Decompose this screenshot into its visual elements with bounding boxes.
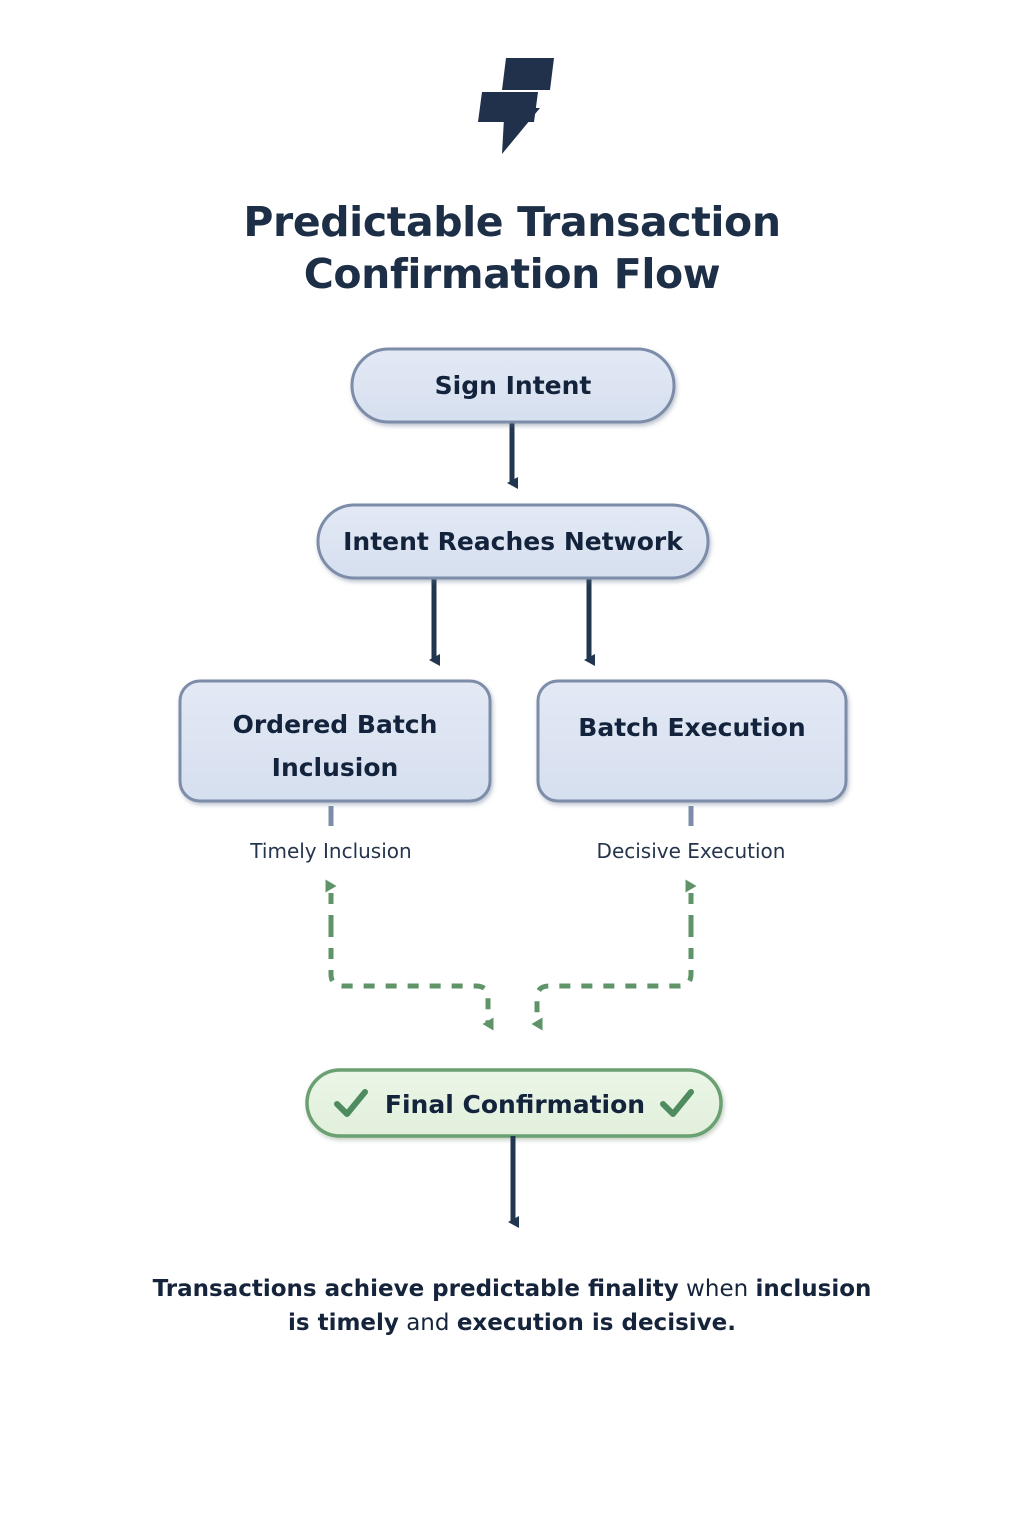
node-batch-execution-label: Batch Execution xyxy=(578,713,805,742)
page-title-line-1: Predictable Transaction xyxy=(243,198,781,246)
node-intent-reaches-network-label: Intent Reaches Network xyxy=(343,527,684,556)
node-ordered-batch-inclusion-shape[interactable] xyxy=(178,679,492,803)
node-ordered-batch-inclusion-label-line-1: Ordered Batch xyxy=(233,710,438,739)
footer-caption-segment-5: execution is decisive. xyxy=(456,1310,736,1337)
node-final-confirmation-label: Final Confirmation xyxy=(385,1090,645,1119)
edge-timely-inclusion-bracket xyxy=(328,926,494,1031)
check-icon-left xyxy=(334,1089,368,1117)
node-sign-intent-label: Sign Intent xyxy=(435,371,592,400)
page-title: Predictable Transaction Confirmation Flo… xyxy=(0,196,1024,301)
edge-label-decisive-execution: Decisive Execution xyxy=(597,839,786,863)
node-sign-intent[interactable]: Sign Intent xyxy=(350,347,676,424)
check-icon-right xyxy=(660,1089,694,1117)
node-ordered-batch-inclusion-label-line-2: Inclusion xyxy=(272,753,399,782)
edge-decisive-execution: Decisive Execution xyxy=(531,806,786,1031)
footer-caption-segment-2: when xyxy=(678,1276,756,1302)
lightning-bolt-f-logo-icon xyxy=(478,58,554,154)
edge-timely-inclusion: Timely Inclusion xyxy=(249,806,494,1031)
page-title-line-2: Confirmation Flow xyxy=(303,250,721,299)
footer-caption-segment-3: inclusion is timely xyxy=(288,1276,872,1337)
node-final-confirmation[interactable]: Final Confirmation xyxy=(305,1068,723,1138)
node-sign-intent-shape[interactable] xyxy=(350,347,676,424)
footer-caption-segment-1: Transactions achieve predictable finalit… xyxy=(152,1276,679,1302)
flow-diagram: Sign Intent Intent Reaches Network Order… xyxy=(178,347,848,1228)
edge-decisive-execution-bracket xyxy=(531,926,694,1031)
footer-caption: Transactions achieve predictable finalit… xyxy=(0,1272,1024,1340)
node-ordered-batch-inclusion[interactable]: Ordered Batch Inclusion xyxy=(178,679,492,803)
node-intent-reaches-network[interactable]: Intent Reaches Network xyxy=(316,503,710,580)
node-batch-execution[interactable]: Batch Execution xyxy=(536,679,848,803)
node-intent-reaches-network-shape[interactable] xyxy=(316,503,710,580)
footer-caption-segment-4: and xyxy=(398,1310,457,1337)
brand-logo xyxy=(0,56,1024,156)
edge-label-timely-inclusion: Timely Inclusion xyxy=(249,839,411,863)
node-batch-execution-shape[interactable] xyxy=(536,679,848,803)
